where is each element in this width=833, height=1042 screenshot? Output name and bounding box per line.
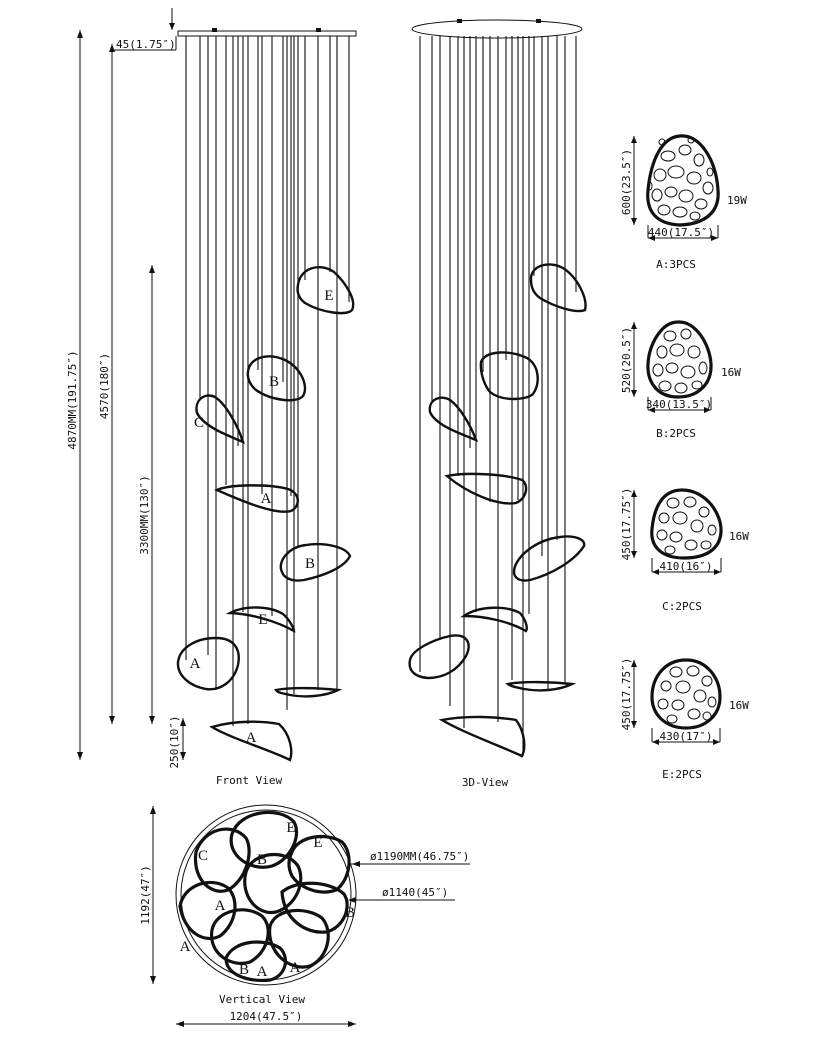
- front-label: B: [305, 556, 315, 572]
- front-label: B: [269, 374, 279, 390]
- dim-drop-height: 3300MM(130″): [138, 475, 151, 554]
- 3d-canopy: [411, 19, 583, 39]
- front-label: A: [190, 656, 201, 672]
- front-label: A: [261, 491, 272, 507]
- front-pendant-a-left: [176, 636, 240, 691]
- top-label: A: [290, 960, 301, 976]
- pendant-specs: 600(23.5″) 440(17.5″) 19W A:3PCS 520(20.…: [620, 134, 749, 781]
- 3d-view-caption: 3D-View: [462, 776, 509, 789]
- pendant-b-power: 16W: [721, 366, 741, 379]
- canopy-mount: [457, 19, 462, 23]
- pendant-e-outline: [650, 658, 722, 730]
- 3d-pendant-b-low: [512, 535, 586, 582]
- pendant-b-qty: B:2PCS: [656, 427, 696, 440]
- top-label: A: [180, 939, 191, 955]
- pendant-c-outline: [650, 488, 723, 560]
- top-label: E: [313, 835, 322, 851]
- pendant-c-qty: C:2PCS: [662, 600, 702, 613]
- 3d-pendant-flat: [505, 680, 577, 692]
- 3d-pendant-a: [444, 472, 528, 505]
- canopy-mount: [536, 19, 541, 23]
- top-label: A: [215, 898, 226, 914]
- pendant-b-width: 340(13.5″): [646, 398, 712, 411]
- pendant-a-width: 440(17.5″): [648, 226, 714, 239]
- pendant-c-power: 16W: [729, 530, 749, 543]
- pendant-spec-e: 450(17.75″) 430(17″) 16W E:2PCS: [620, 658, 749, 781]
- pendant-b-height: 520(20.5″): [620, 327, 633, 393]
- dim-inner-diameter: ø1140(45″): [382, 886, 448, 899]
- top-label: B: [239, 962, 249, 978]
- front-canopy: [177, 30, 357, 37]
- outer-circle: [175, 804, 357, 986]
- top-label: B: [257, 852, 267, 868]
- front-pendant-a-mid: [214, 484, 299, 513]
- pendant-c-height: 450(17.75″): [620, 488, 633, 561]
- pendant-e-height: 450(17.75″): [620, 658, 633, 731]
- front-label: A: [246, 730, 257, 746]
- top-label: C: [198, 848, 208, 864]
- pendant-a-height: 600(23.5″): [620, 149, 633, 215]
- 3d-pendant-e: [529, 263, 587, 313]
- 3d-pendant-b: [479, 351, 539, 401]
- pendant-a-power: 19W: [727, 194, 747, 207]
- pendant-c-width: 410(16″): [660, 560, 713, 573]
- front-view-caption: Front View: [216, 774, 283, 787]
- pendant-spec-a: 600(23.5″) 440(17.5″) 19W A:3PCS: [620, 134, 747, 271]
- top-label: E: [286, 820, 295, 836]
- front-label: E: [258, 612, 267, 628]
- canopy-mount: [212, 28, 217, 32]
- pendant-e-width: 430(17″): [660, 730, 713, 743]
- front-wires: [185, 36, 350, 726]
- 3d-pendant-e-low: [460, 606, 528, 633]
- front-pendant-a-bottom: [209, 720, 293, 762]
- front-pendant-b-low: [279, 542, 352, 582]
- pendant-a-outline: [646, 134, 720, 227]
- front-view: E B C A B E A A 45(1.75″) 4870MM(191.75″…: [66, 8, 357, 787]
- dim-vertical-height: 1192(47″): [139, 865, 152, 925]
- dim-wire-length: 4570(180″): [98, 353, 111, 419]
- front-pendant-b-top: [246, 355, 307, 402]
- dim-canopy-height: 45(1.75″): [116, 38, 176, 51]
- dim-outer-diameter: ø1190MM(46.75″): [370, 850, 469, 863]
- dim-vertical-width: 1204(47.5″): [230, 1010, 303, 1023]
- front-pendant-e-low: [225, 606, 296, 634]
- pendant-a-qty: A:3PCS: [656, 258, 696, 271]
- top-rings: [178, 810, 351, 982]
- 3d-pendant-a-left: [408, 634, 470, 680]
- pendant-e-qty: E:2PCS: [662, 768, 702, 781]
- front-pendant-flat: [273, 686, 343, 698]
- vertical-view: E E C B A A B A A B ø1190MM(46.75″) ø114…: [139, 804, 470, 1027]
- front-label: C: [194, 415, 204, 431]
- pendant-spec-b: 520(20.5″) 340(13.5″) 16W B:2PCS: [620, 320, 741, 440]
- front-dimensions: [77, 8, 186, 760]
- 3d-pendant-c: [428, 396, 479, 443]
- 3d-pendant-a-bottom: [438, 715, 526, 758]
- view-3d: 3D-View: [408, 19, 587, 789]
- pendant-b-outline: [646, 320, 713, 399]
- canopy-mount: [316, 28, 321, 32]
- dim-bottom-offset: 250(10″): [168, 716, 181, 769]
- top-label: A: [257, 964, 268, 980]
- pendant-spec-c: 450(17.75″) 410(16″) 16W C:2PCS: [620, 488, 749, 613]
- front-pendant-e-top: [296, 266, 355, 315]
- top-label: B: [345, 905, 355, 921]
- pendant-e-power: 16W: [729, 699, 749, 712]
- front-pendant-c: [195, 394, 245, 445]
- vertical-view-caption: Vertical View: [219, 993, 305, 1006]
- dim-overall-height: 4870MM(191.75″): [66, 350, 79, 449]
- front-label: E: [324, 288, 333, 304]
